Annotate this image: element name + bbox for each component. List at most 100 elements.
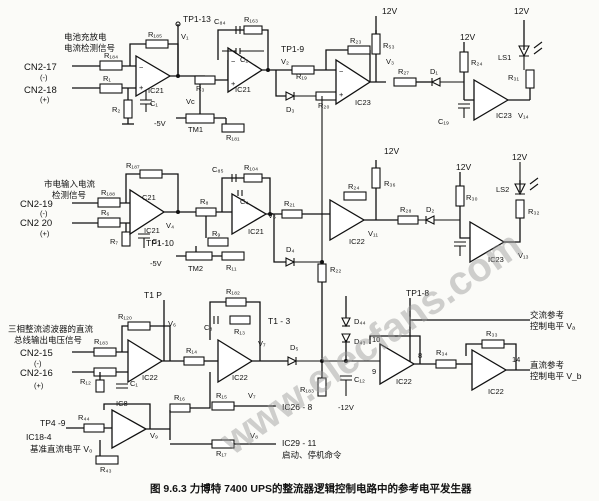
tm1-pot bbox=[185, 113, 215, 124]
r183-resistor bbox=[93, 367, 117, 377]
r104-label: R₁₀₄ bbox=[244, 163, 258, 172]
op12-pin14: 14 bbox=[512, 355, 520, 364]
r9-label: R₉ bbox=[212, 229, 220, 238]
plus1-label: (+) bbox=[40, 95, 50, 104]
r16-wires bbox=[169, 372, 211, 440]
op1-plus: + bbox=[139, 83, 144, 92]
op3-minus: − bbox=[339, 67, 344, 76]
op11-pin9: 9 bbox=[372, 367, 376, 376]
ic21-opamp-6 bbox=[231, 192, 268, 236]
r9-resistor bbox=[207, 237, 229, 247]
ref-level-label: 基准直流电平 V₀ bbox=[30, 444, 93, 454]
ic26-label: IC26 - 8 bbox=[282, 402, 313, 412]
minus1-label: (-) bbox=[40, 73, 48, 82]
r182b-label: R₁₂₀ bbox=[118, 312, 132, 321]
op2-minus: − bbox=[231, 57, 236, 66]
r33-label: R₃₃ bbox=[486, 329, 498, 338]
r183b-resistor bbox=[317, 377, 327, 397]
d4-diode bbox=[285, 257, 296, 267]
r15-label: R₁₅ bbox=[216, 391, 227, 400]
mains-label-1: 市电输入电流 bbox=[44, 179, 96, 189]
v13-label: V₁₃ bbox=[518, 251, 529, 260]
v12-label-4: 12V bbox=[384, 146, 399, 156]
v6-label: V₆ bbox=[168, 319, 176, 328]
r34-resistor bbox=[435, 359, 457, 369]
d1-wire bbox=[431, 78, 464, 86]
r185-label: R₁₈₅ bbox=[148, 30, 162, 39]
c85-capacitor bbox=[231, 174, 237, 182]
r30-resistor bbox=[455, 185, 465, 207]
c4-label: C₄ bbox=[240, 197, 248, 206]
dc-ref-label-1: 直流参考 bbox=[530, 360, 564, 370]
r6-label: R₆ bbox=[101, 208, 109, 217]
junction-4 bbox=[268, 212, 272, 216]
r35-resistor bbox=[371, 167, 381, 189]
op11-feedback bbox=[369, 335, 436, 365]
r32-label: R₃₂ bbox=[528, 207, 539, 216]
r184-label: R₁₈₄ bbox=[104, 51, 118, 60]
ic29-label: IC29 - 11 bbox=[282, 438, 317, 448]
d3-label: D₃ bbox=[286, 105, 294, 114]
r21-label: R₂₁ bbox=[284, 199, 295, 208]
ic22-opamp-9 bbox=[127, 338, 164, 384]
junction-2 bbox=[266, 68, 270, 72]
r182-label: R₁₈₂ bbox=[226, 287, 240, 296]
mains-label-2: 检测信号 bbox=[52, 190, 86, 200]
d3-diode bbox=[285, 91, 296, 101]
tm2-label: TM2 bbox=[188, 264, 203, 273]
r1-resistor bbox=[99, 83, 123, 94]
opamp5-input-wires bbox=[120, 202, 130, 232]
bus-vertical bbox=[321, 262, 347, 378]
r13-resistor bbox=[93, 347, 117, 357]
op11-pin8: 8 bbox=[418, 351, 422, 360]
r181-resistor bbox=[221, 123, 245, 133]
c1b-capacitor bbox=[116, 383, 128, 389]
d43-label: D₄₃ bbox=[354, 337, 366, 346]
r17-label: R₁₇ bbox=[216, 449, 227, 458]
ic21-label-5: IC21 bbox=[144, 226, 160, 235]
r184-resistor bbox=[99, 60, 123, 71]
tm2-pot bbox=[185, 251, 213, 261]
r44-resistor bbox=[83, 423, 105, 433]
tp1-9-label: TP1-9 bbox=[281, 44, 304, 54]
r27-resistor bbox=[393, 77, 417, 87]
c5-capacitor bbox=[454, 241, 466, 256]
ic22-opamp-12 bbox=[471, 348, 508, 392]
ic21-label-6: IC21 bbox=[248, 227, 264, 236]
junction-3 bbox=[176, 210, 180, 214]
r20-resistor bbox=[315, 91, 339, 101]
d44-diode bbox=[341, 317, 351, 328]
r183b-label: R₁₈₃ bbox=[300, 385, 314, 394]
c8-label: C₈ bbox=[204, 323, 213, 332]
t1p-label: T1 P bbox=[144, 290, 162, 300]
minus2-label: (-) bbox=[40, 209, 48, 218]
c12-label: C₁₂ bbox=[354, 375, 365, 384]
input-wires-2 bbox=[72, 202, 98, 224]
ic22-label-11: IC22 bbox=[396, 377, 412, 386]
ic22-opamp-11 bbox=[379, 342, 416, 386]
vneg5-label-2: -5V bbox=[150, 259, 162, 268]
d5-wire bbox=[295, 357, 380, 365]
cn2-19-label: CN2-19 bbox=[20, 199, 53, 210]
r12-resistor bbox=[95, 379, 105, 393]
v12-label-6: 12V bbox=[512, 152, 527, 162]
d2-label: D₂ bbox=[426, 205, 434, 214]
d43-diode bbox=[341, 333, 351, 344]
r182-resistor bbox=[225, 297, 247, 307]
v7-label: V₇ bbox=[248, 391, 256, 400]
ic23-label-4: IC23 bbox=[496, 111, 512, 120]
r32-resistor bbox=[515, 199, 525, 219]
d5-label: D₅ bbox=[290, 343, 298, 352]
r2-label: R₂ bbox=[112, 105, 120, 114]
c1-capacitor bbox=[140, 88, 152, 112]
c19-capacitor bbox=[458, 103, 470, 118]
r7-label: R₇ bbox=[110, 237, 118, 246]
tp4-label: TP4 -9 bbox=[40, 418, 66, 428]
tm1-label: TM1 bbox=[188, 125, 203, 134]
op3-plus: + bbox=[339, 90, 344, 99]
battery-signal-label-1: 电池充放电 bbox=[64, 32, 107, 42]
d1-diode bbox=[430, 77, 441, 87]
c84-capacitor bbox=[235, 26, 241, 34]
cn2-16-label: CN2-16 bbox=[20, 368, 53, 379]
